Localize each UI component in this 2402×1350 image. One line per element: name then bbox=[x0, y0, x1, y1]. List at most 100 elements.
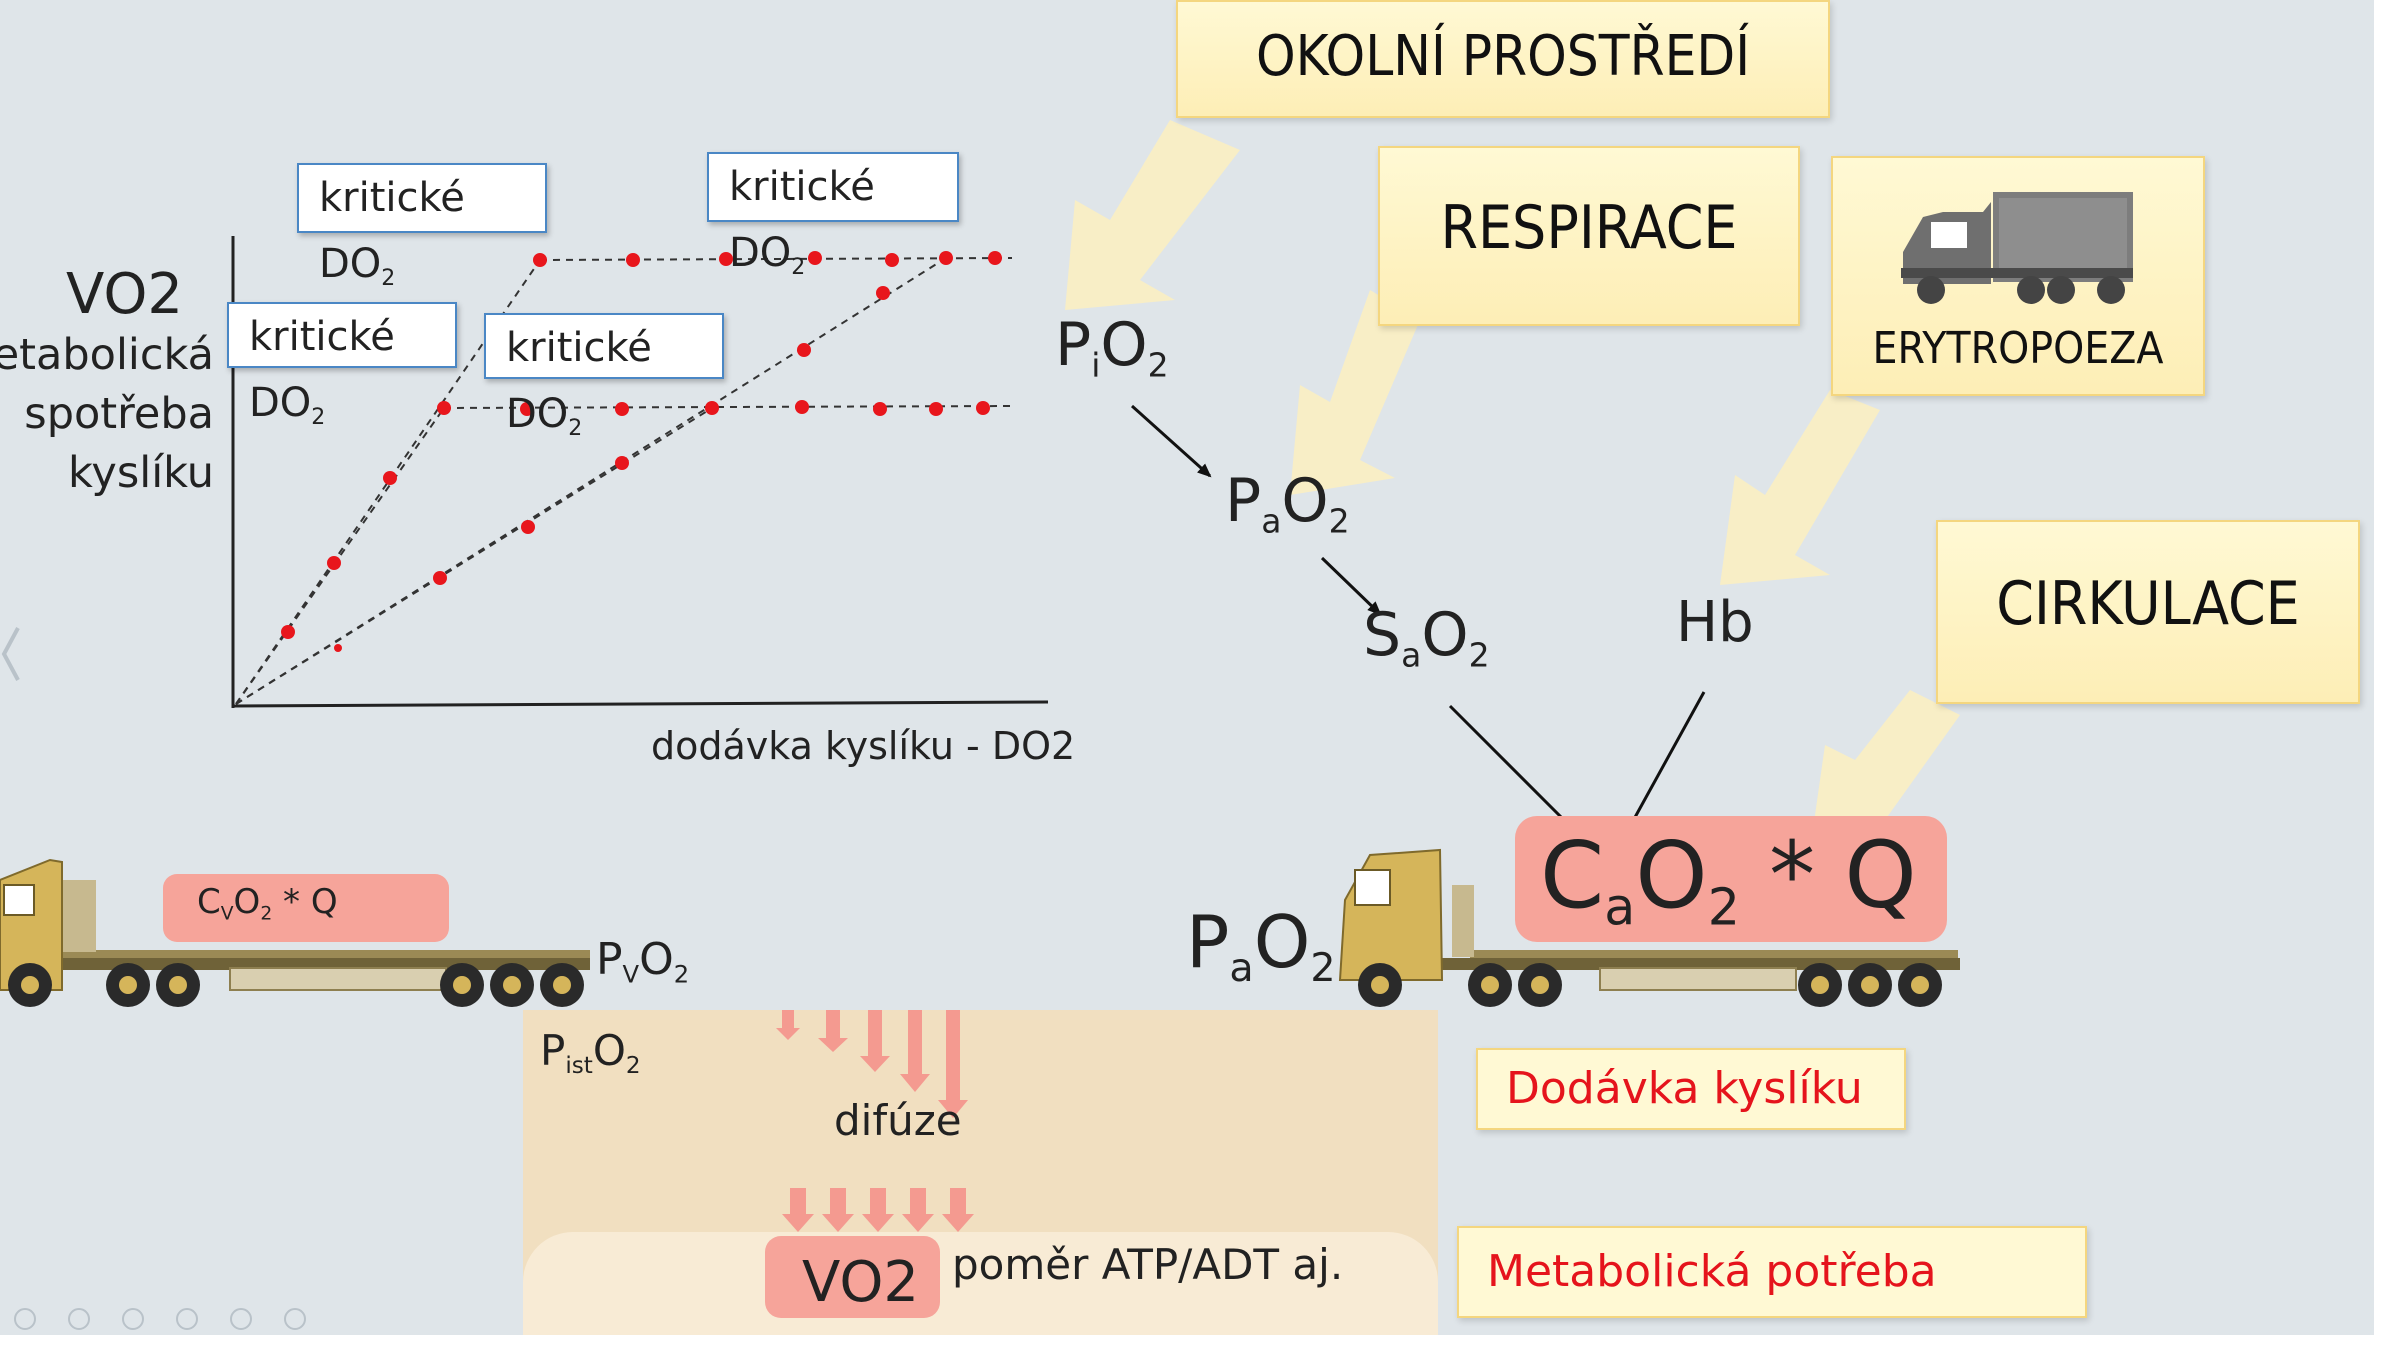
y-axis-label-4: kyslíku bbox=[68, 448, 214, 498]
nav-next-button[interactable] bbox=[68, 1308, 90, 1330]
dot bbox=[626, 253, 640, 267]
cao2q-tail: * Q bbox=[1739, 822, 1917, 929]
truck-right-graphic bbox=[1338, 848, 1960, 1007]
arrow-pao2-sao2 bbox=[1320, 556, 1382, 616]
truck-left-graphic bbox=[0, 858, 590, 1007]
diffusion-arrow-10 bbox=[942, 1188, 974, 1232]
diffusion-arrows bbox=[776, 1010, 974, 1232]
cao2q-box bbox=[1515, 816, 1947, 942]
flow-arrows bbox=[1130, 404, 1706, 838]
callout-text: kritické DO bbox=[319, 175, 465, 287]
x-axis-label: dodávka kyslíku - DO2 bbox=[651, 724, 1076, 768]
arrow-respirace bbox=[1290, 290, 1420, 495]
callout-kriticke-do2-4: kritické DO2 bbox=[484, 313, 724, 441]
dot bbox=[797, 343, 811, 357]
pio2-label: PiO2 bbox=[1055, 310, 1169, 385]
dot bbox=[976, 401, 990, 415]
pisto2-p: P bbox=[540, 1026, 566, 1075]
diffusion-arrow-4 bbox=[900, 1010, 930, 1092]
pao2-big-label: PaO2 bbox=[1186, 900, 1336, 991]
right-margin bbox=[2374, 0, 2402, 1350]
pvo2-sub-2: 2 bbox=[673, 960, 690, 989]
callout-text: kritické DO bbox=[729, 164, 875, 276]
diffusion-arrow-3 bbox=[860, 1010, 890, 1072]
pvo2-sub-v: V bbox=[622, 960, 640, 989]
metabolicka-potreba-label: Metabolická potřeba buněk bbox=[1457, 1226, 2087, 1335]
cvo2q-sub-2: 2 bbox=[260, 903, 273, 925]
nav-more-button[interactable] bbox=[284, 1308, 306, 1330]
box-respirace: RESPIRACE bbox=[1378, 146, 1800, 326]
dot bbox=[885, 253, 899, 267]
pio2-o: O bbox=[1100, 310, 1148, 380]
curve-b-plateau bbox=[443, 405, 1013, 409]
dot bbox=[533, 253, 547, 267]
nav-slides-button[interactable] bbox=[176, 1308, 198, 1330]
sao2-s: S bbox=[1363, 600, 1402, 670]
cao2q-label: CaO2 * Q bbox=[1540, 822, 1917, 937]
pio2-sub-i: i bbox=[1091, 345, 1101, 385]
cell-zone bbox=[523, 1232, 1438, 1335]
arrow-erytropoeza bbox=[1720, 390, 1880, 585]
dot bbox=[876, 286, 890, 300]
dot bbox=[615, 402, 629, 416]
pao2-o: O bbox=[1281, 466, 1329, 536]
dot bbox=[521, 520, 535, 534]
cao2q-sub-2: 2 bbox=[1707, 877, 1740, 937]
pomer-label: poměr ATP/ADT aj. bbox=[952, 1240, 1344, 1289]
sao2-sub-a: a bbox=[1401, 635, 1422, 675]
callout-kriticke-do2-2: kritické DO2 bbox=[707, 152, 959, 280]
cvo2q-o: O bbox=[233, 882, 261, 922]
nav-prev-button[interactable] bbox=[14, 1308, 36, 1330]
diffusion-arrow-5 bbox=[938, 1010, 968, 1118]
callout-sub: 2 bbox=[311, 405, 326, 430]
nav-pen-button[interactable] bbox=[122, 1308, 144, 1330]
cvo2q-label: CVO2 * Q bbox=[197, 882, 338, 925]
dot bbox=[705, 401, 719, 415]
pao2-sub-2: 2 bbox=[1328, 501, 1350, 541]
difuze-label: difúze bbox=[834, 1096, 962, 1145]
callout-sub: 2 bbox=[568, 416, 583, 441]
cao2q-o: O bbox=[1635, 822, 1708, 929]
diffusion-arrow-2 bbox=[818, 1010, 848, 1052]
box-cirkulace: CIRKULACE bbox=[1936, 520, 2360, 704]
arrow-sao2-cao2 bbox=[1448, 704, 1582, 838]
cvo2q-box bbox=[163, 874, 449, 942]
dot bbox=[808, 251, 822, 265]
dot bbox=[939, 251, 953, 265]
pvo2-o: O bbox=[639, 934, 674, 985]
sao2-label: SaO2 bbox=[1363, 600, 1490, 675]
hb-label: Hb bbox=[1676, 590, 1754, 655]
prev-slide-chevron bbox=[1, 627, 20, 681]
dot bbox=[615, 456, 629, 470]
pvo2-label: PVO2 bbox=[596, 934, 689, 988]
arrow-cirkulace bbox=[1810, 690, 1960, 850]
callout-text: kritické DO bbox=[506, 325, 652, 437]
pio2-sub-2: 2 bbox=[1147, 345, 1169, 385]
dot bbox=[281, 625, 295, 639]
pisto2-sub-2: 2 bbox=[625, 1053, 641, 1080]
pale-arrows bbox=[1065, 120, 1960, 850]
dot bbox=[795, 400, 809, 414]
y-axis-label-1: VO2 bbox=[66, 262, 184, 327]
chart-dots bbox=[281, 251, 1002, 652]
dot bbox=[719, 252, 733, 266]
truck-icon bbox=[1901, 192, 2133, 304]
pao2-big-sub-a: a bbox=[1229, 944, 1254, 991]
curve-d-rise bbox=[235, 257, 947, 705]
dot bbox=[437, 401, 451, 415]
cvo2q-c: C bbox=[197, 882, 221, 922]
cao2q-c: C bbox=[1540, 822, 1605, 929]
dot bbox=[873, 402, 887, 416]
pisto2-sub-ist: ist bbox=[565, 1053, 593, 1080]
nav-zoom-button[interactable] bbox=[230, 1308, 252, 1330]
bottom-margin bbox=[0, 1335, 2402, 1350]
vo2-box bbox=[765, 1236, 940, 1318]
dot bbox=[929, 402, 943, 416]
pao2-big-o: O bbox=[1253, 900, 1311, 984]
arrow-pio2-pao2 bbox=[1130, 404, 1212, 478]
diffusion-arrow-1 bbox=[776, 1010, 800, 1040]
box-erytropoeza-label: ERYTROPOEZA bbox=[1872, 323, 2164, 374]
cao2q-sub-a: a bbox=[1604, 877, 1636, 937]
diffusion-arrow-6 bbox=[782, 1188, 814, 1232]
dot bbox=[334, 644, 342, 652]
